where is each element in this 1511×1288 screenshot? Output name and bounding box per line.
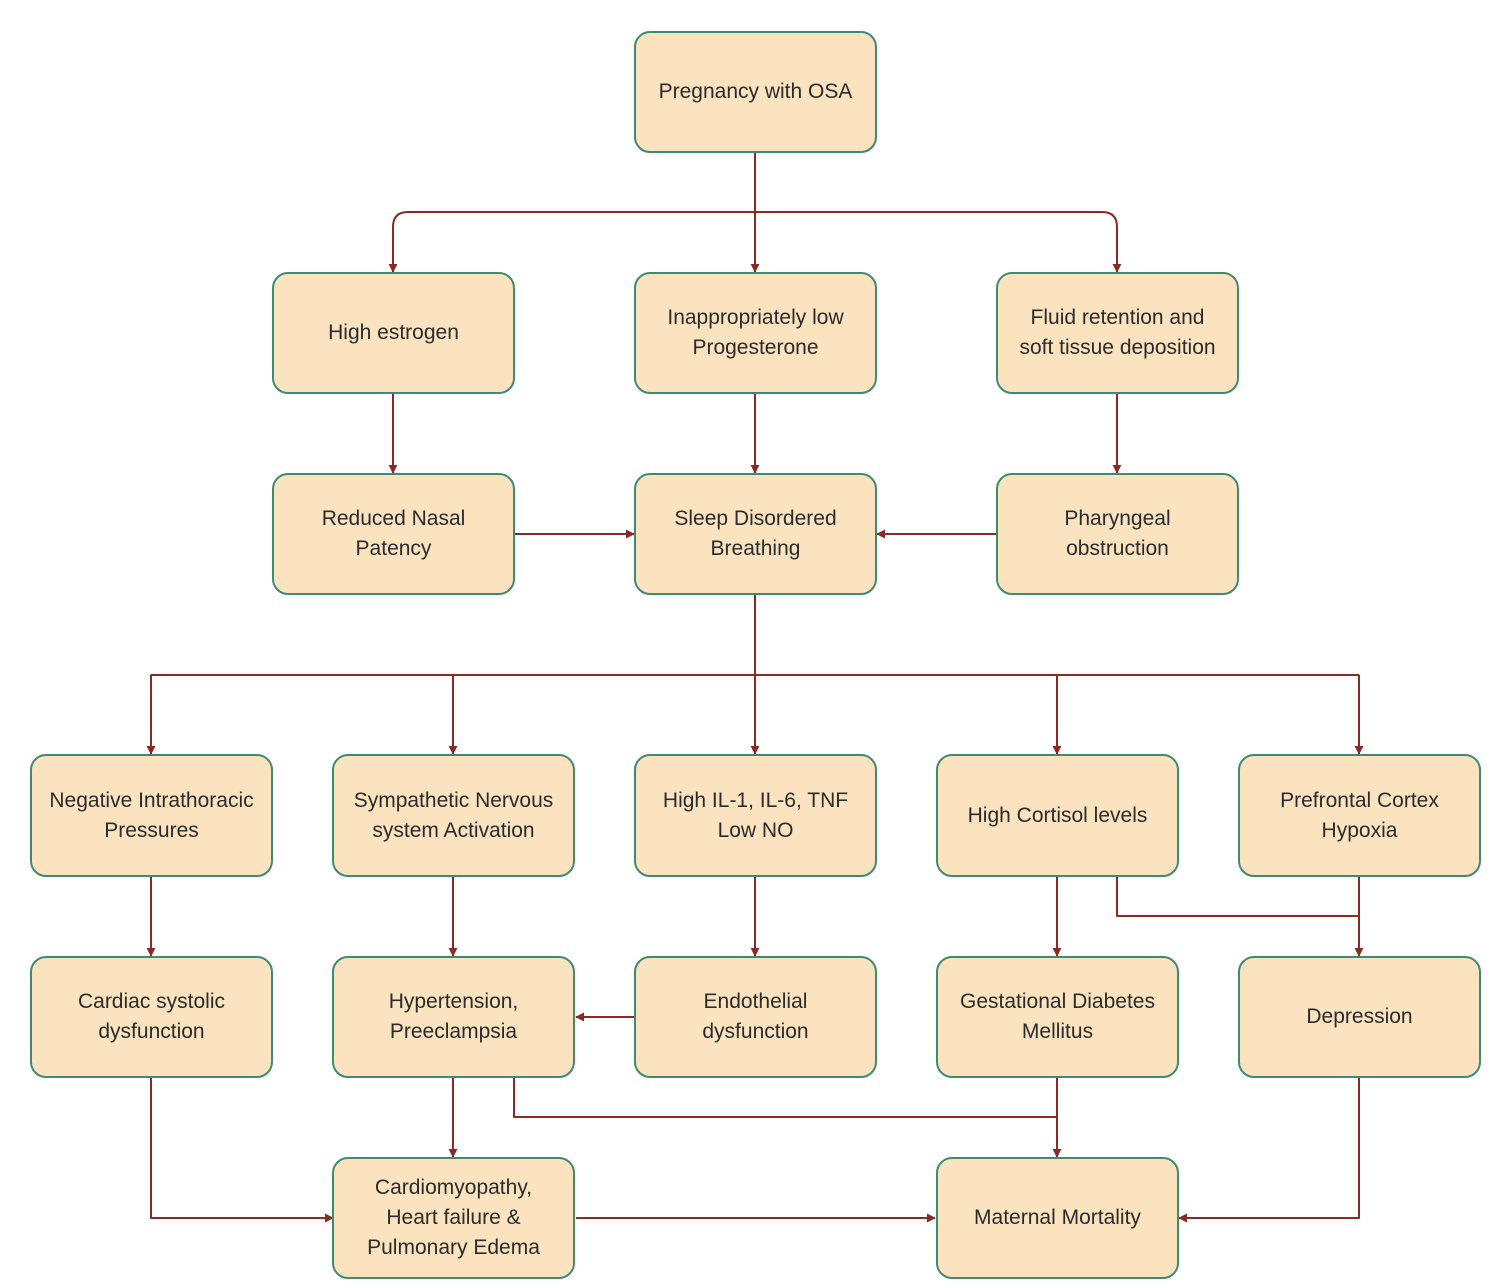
node-label: Gestational Diabetes Mellitus — [960, 990, 1155, 1043]
arrow-depression-to-mortality — [1178, 1078, 1360, 1223]
node-sympathetic-activation: Sympathetic Nervous system Activation — [332, 754, 575, 877]
node-high-cortisol: High Cortisol levels — [936, 754, 1179, 877]
node-cardiac-systolic-dysfunction: Cardiac systolic dysfunction — [30, 956, 273, 1078]
node-pregnancy-with-osa: Pregnancy with OSA — [634, 31, 877, 153]
node-label: High Cortisol levels — [967, 803, 1148, 827]
node-label: Depression — [1306, 1005, 1413, 1028]
node-endothelial-dysfunction: Endothelial dysfunction — [634, 956, 877, 1078]
node-label: Maternal Mortality — [974, 1206, 1141, 1229]
arrow-pregnancy-to-high-estrogen — [388, 211, 755, 273]
node-label: Reduced Nasal Patency — [321, 507, 466, 560]
node-label: Cardiomyopathy, Heart failure & Pulmonar… — [367, 1176, 540, 1259]
node-negative-intrathoracic-pressures: Negative Intrathoracic Pressures — [30, 754, 273, 877]
arrow-cardiac-to-cardiomyopathy — [150, 1078, 334, 1223]
node-label: Inappropriately low Progesterone — [667, 306, 844, 359]
line-cortisol-to-depression — [1116, 877, 1359, 917]
line-hypertension-to-mortality — [513, 1078, 1057, 1118]
node-reduced-nasal-patency: Reduced Nasal Patency — [272, 473, 515, 595]
node-inflammatory-markers: High IL-1, IL-6, TNF Low NO — [634, 754, 877, 877]
node-label: Hypertension, Preeclampsia — [388, 990, 519, 1043]
node-label: Prefrontal Cortex Hypoxia — [1280, 788, 1439, 842]
node-fluid-retention: Fluid retention and soft tissue depositi… — [996, 272, 1239, 394]
node-label: Negative Intrathoracic Pressures — [49, 788, 254, 842]
node-cardiomyopathy: Cardiomyopathy, Heart failure & Pulmonar… — [332, 1157, 575, 1279]
node-high-estrogen: High estrogen — [272, 272, 515, 394]
node-label: Endothelial dysfunction — [702, 990, 809, 1043]
node-label: Sympathetic Nervous system Activation — [353, 788, 554, 842]
node-low-progesterone: Inappropriately low Progesterone — [634, 272, 877, 394]
node-label: Pharyngeal obstruction — [1064, 507, 1171, 560]
node-label: Cardiac systolic dysfunction — [77, 990, 226, 1043]
node-pharyngeal-obstruction: Pharyngeal obstruction — [996, 473, 1239, 595]
node-label: High IL-1, IL-6, TNF Low NO — [662, 788, 849, 842]
node-maternal-mortality: Maternal Mortality — [936, 1157, 1179, 1279]
node-depression: Depression — [1238, 956, 1481, 1078]
node-label: Fluid retention and soft tissue depositi… — [1019, 306, 1216, 359]
node-hypertension-preeclampsia: Hypertension, Preeclampsia — [332, 956, 575, 1078]
node-sleep-disordered-breathing: Sleep Disordered Breathing — [634, 473, 877, 595]
node-label: High estrogen — [328, 321, 459, 344]
node-label: Sleep Disordered Breathing — [674, 507, 837, 560]
node-gestational-diabetes: Gestational Diabetes Mellitus — [936, 956, 1179, 1078]
node-prefrontal-cortex-hypoxia: Prefrontal Cortex Hypoxia — [1238, 754, 1481, 877]
arrow-pregnancy-to-fluid-retention — [755, 211, 1122, 273]
node-label: Pregnancy with OSA — [658, 80, 853, 103]
